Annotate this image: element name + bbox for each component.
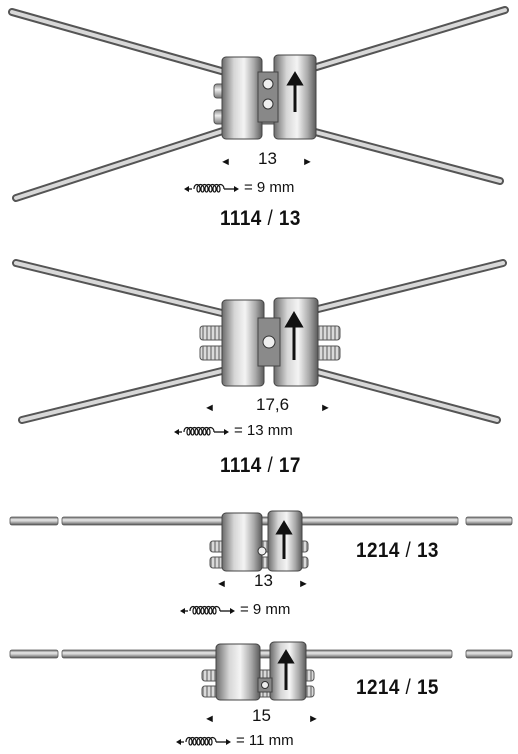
width-label: 13 xyxy=(258,149,277,168)
width-label: 15 xyxy=(252,706,271,725)
arrow-right-icon: ► xyxy=(302,156,313,168)
product-1114-13: ◄ 13 ► = 9 mm 1114 / 13 xyxy=(0,0,518,235)
spring-activation: = 9 mm xyxy=(184,179,344,199)
arrow-right-icon: ► xyxy=(298,578,309,590)
spring-coil-icon xyxy=(174,426,229,436)
arrow-right-icon: ► xyxy=(320,402,331,414)
expansion-screw-x-arms-image xyxy=(12,259,507,424)
arrow-left-icon: ◄ xyxy=(216,578,227,590)
width-label: 13 xyxy=(254,571,273,590)
spring-coil-icon xyxy=(184,183,239,193)
product-1114-17: ◄ 17,6 ► = 13 mm 1114 / 17 xyxy=(0,248,518,488)
code-separator: / xyxy=(267,207,274,230)
spring-activation: = 13 mm xyxy=(174,422,354,442)
code-model: 1114 xyxy=(220,207,262,230)
code-separator: / xyxy=(405,539,412,562)
spring-label: = 9 mm xyxy=(244,179,295,196)
product-code: 1114 / 13 xyxy=(220,207,301,231)
width-dimension: ◄ 13 ► xyxy=(220,149,320,169)
code-size: 13 xyxy=(416,539,439,562)
expansion-screw-x-arms-image xyxy=(8,6,509,202)
width-dimension: ◄ 13 ► xyxy=(216,571,316,591)
spring-label: = 9 mm xyxy=(240,601,291,618)
code-separator: / xyxy=(405,676,412,699)
spring-label: = 13 mm xyxy=(234,422,293,439)
spring-activation: = 11 mm xyxy=(176,732,346,752)
code-separator: / xyxy=(267,454,274,477)
arrow-right-icon: ► xyxy=(308,713,319,725)
width-dimension: ◄ 15 ► xyxy=(204,706,324,726)
code-size: 15 xyxy=(416,676,439,699)
arrow-left-icon: ◄ xyxy=(204,402,215,414)
width-label: 17,6 xyxy=(256,395,290,414)
product-1214-15: 1214 / 15 ◄ 15 ► = 11 mm xyxy=(0,636,518,754)
spring-activation: = 9 mm xyxy=(180,601,340,621)
expansion-screw-straight-arms-image xyxy=(9,641,513,701)
code-model: 1214 xyxy=(356,539,400,562)
product-code: 1114 / 17 xyxy=(220,454,301,478)
arrow-left-icon: ◄ xyxy=(220,156,231,168)
code-size: 17 xyxy=(278,454,301,477)
spring-label: = 11 mm xyxy=(236,732,294,749)
spring-coil-icon xyxy=(180,605,235,615)
product-1214-13: 1214 / 13 ◄ 13 ► = 9 mm xyxy=(0,505,518,620)
product-code: 1214 / 13 xyxy=(356,539,439,563)
code-size: 13 xyxy=(278,207,301,230)
code-model: 1214 xyxy=(356,676,400,699)
product-code: 1214 / 15 xyxy=(356,676,439,700)
arrow-left-icon: ◄ xyxy=(204,713,215,725)
spring-coil-icon xyxy=(176,736,231,746)
width-dimension: ◄ 17,6 ► xyxy=(204,395,344,415)
code-model: 1114 xyxy=(220,454,262,477)
expansion-screw-straight-arms-image xyxy=(9,510,513,572)
